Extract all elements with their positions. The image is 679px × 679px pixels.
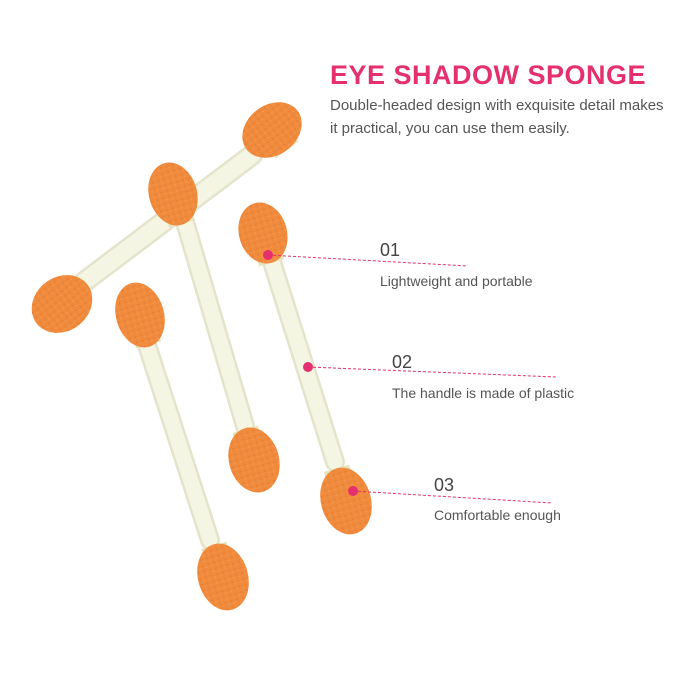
feature-number-1: 01 bbox=[380, 240, 401, 260]
callout-3 bbox=[348, 486, 553, 504]
feature-label-3: Comfortable enough bbox=[434, 507, 561, 523]
feature-number-2: 02 bbox=[392, 352, 413, 372]
callout-2 bbox=[303, 362, 557, 378]
page-title: EYE SHADOW SPONGE bbox=[330, 60, 647, 90]
feature-number-3: 03 bbox=[434, 475, 455, 495]
callout-marker-2 bbox=[303, 362, 313, 372]
callout-marker-3 bbox=[348, 486, 358, 496]
applicator-left bbox=[115, 282, 249, 611]
feature-label-1: Lightweight and portable bbox=[380, 273, 533, 289]
applicator-center bbox=[148, 162, 280, 493]
callout-1 bbox=[263, 250, 469, 267]
applicator-right bbox=[238, 202, 372, 535]
callout-marker-1 bbox=[263, 250, 273, 260]
product-description: Double-headed design with exquisite deta… bbox=[330, 97, 664, 137]
feature-label-2: The handle is made of plastic bbox=[392, 385, 575, 401]
